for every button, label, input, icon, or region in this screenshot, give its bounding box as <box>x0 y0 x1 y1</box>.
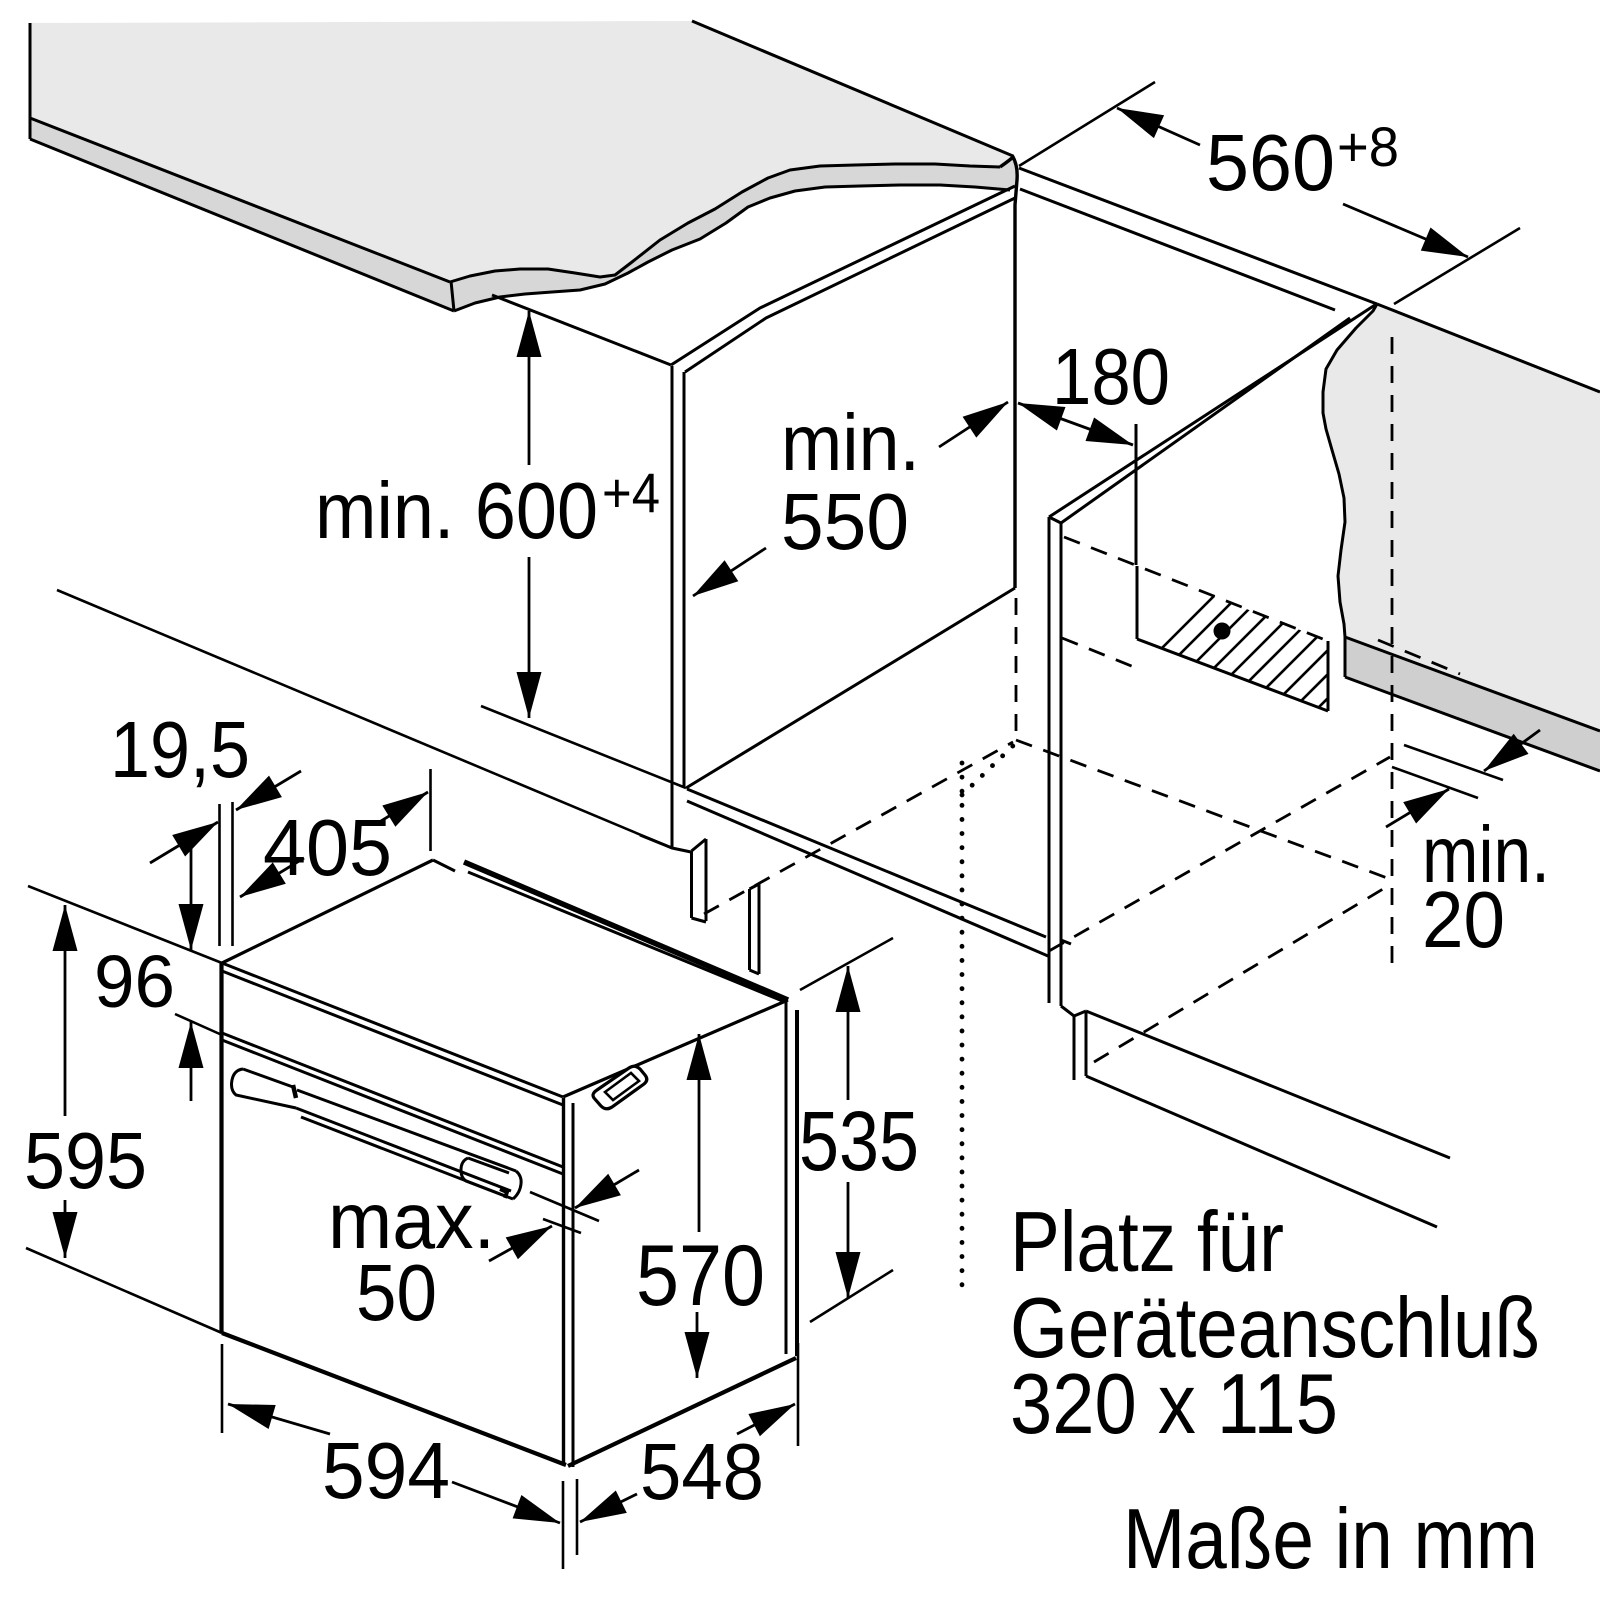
svg-text:Platz für: Platz für <box>1010 1195 1284 1290</box>
svg-text:96: 96 <box>94 940 175 1023</box>
svg-text:535: 535 <box>799 1094 919 1188</box>
svg-text:595: 595 <box>24 1116 147 1205</box>
svg-text:594: 594 <box>322 1426 450 1515</box>
svg-text:Geräteanschluß: Geräteanschluß <box>1010 1281 1540 1376</box>
svg-text:548: 548 <box>640 1427 764 1516</box>
svg-text:50: 50 <box>356 1248 437 1337</box>
svg-text:550: 550 <box>781 477 909 566</box>
svg-text:405: 405 <box>263 803 392 892</box>
svg-text:+4: +4 <box>602 461 660 524</box>
svg-text:560: 560 <box>1206 118 1335 207</box>
svg-text:570: 570 <box>636 1228 765 1324</box>
svg-text:20: 20 <box>1422 875 1505 964</box>
svg-text:min.: min. <box>781 398 920 487</box>
svg-text:+8: +8 <box>1337 115 1399 178</box>
svg-text:180: 180 <box>1052 332 1170 421</box>
svg-text:320 x 115: 320 x 115 <box>1010 1357 1338 1452</box>
svg-text:min. 600: min. 600 <box>315 466 598 555</box>
svg-text:max.: max. <box>328 1176 495 1265</box>
svg-text:19,5: 19,5 <box>110 705 250 794</box>
svg-text:min.: min. <box>1422 810 1550 899</box>
svg-text:Maße in mm: Maße in mm <box>1123 1492 1538 1587</box>
